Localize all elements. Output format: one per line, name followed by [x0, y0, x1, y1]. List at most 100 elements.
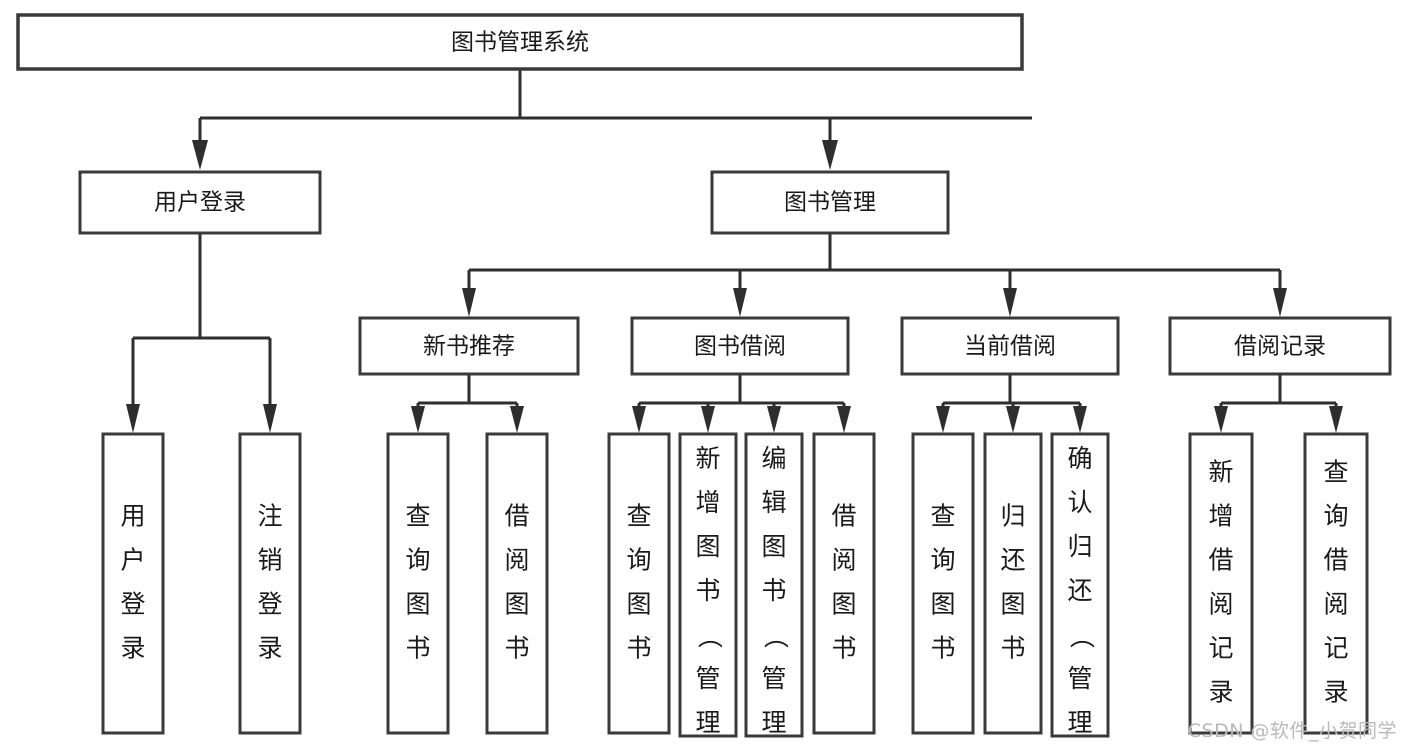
- leaf-label-char: 书: [695, 576, 720, 605]
- leaf-label-char: 书: [1000, 634, 1025, 663]
- leaf-box[interactable]: [386, 432, 450, 735]
- edge-userlogin-children: [126, 233, 277, 433]
- leaf-label-char: 查: [1323, 458, 1348, 487]
- borrow-record-box[interactable]: [1168, 316, 1392, 376]
- leaf-label-char: 录: [1323, 678, 1348, 707]
- leaf-label-char: 录: [120, 634, 145, 663]
- leaf-label-char: 图: [626, 590, 651, 619]
- leaf-layer: 用户登录用户登录注销登录注销登录查询图书查询图书借阅图书借阅图书查询图书查询图书…: [101, 432, 1369, 747]
- leaf-label-char: 辑: [761, 488, 786, 517]
- leaf-label-char: （: [761, 623, 790, 648]
- leaf-label-char: 理: [1067, 708, 1092, 737]
- edge-bookmgmt-children: [462, 233, 1287, 317]
- new-book-recommend-label: 新书推荐: [423, 334, 515, 360]
- book-borrow-label: 图书借阅: [694, 334, 786, 360]
- book-management-box[interactable]: [710, 170, 950, 235]
- leaf-label-char: 询: [1323, 502, 1348, 531]
- leaf-label-char: 查: [405, 502, 430, 531]
- leaf-label-char: 还: [1000, 546, 1025, 575]
- leaf-label-char: 图: [1000, 590, 1025, 619]
- leaf-label-char: 户: [120, 546, 145, 575]
- leaf-label-char: 增: [695, 488, 720, 517]
- leaf-label-char: 借: [831, 502, 856, 531]
- leaf-label-char: 管: [761, 664, 786, 693]
- leaf-label-char: 理: [695, 708, 720, 737]
- new-book-recommend-box[interactable]: [358, 316, 580, 376]
- node-book-borrow[interactable]: 图书借阅: [630, 316, 850, 376]
- leaf-label-char: 图: [930, 590, 955, 619]
- node-borrow-record[interactable]: 借阅记录: [1168, 316, 1392, 376]
- leaf-label-char: 借: [1208, 546, 1233, 575]
- node-root[interactable]: 图书管理系统: [16, 13, 1024, 71]
- root-box[interactable]: [16, 13, 1024, 71]
- leaf-label-char: 书: [761, 576, 786, 605]
- leaf-label-char: 询: [626, 546, 651, 575]
- leaf-label-char: 确: [1067, 444, 1092, 473]
- leaf-label-char: 录: [1208, 678, 1233, 707]
- watermark-text: CSDN @软件_小贺同学: [1187, 720, 1397, 742]
- connector-layer: [126, 69, 1343, 433]
- leaf-node[interactable]: 注销登录注销登录: [238, 432, 302, 735]
- leaf-label-char: 书: [405, 634, 430, 663]
- leaf-label-char: 登: [120, 590, 145, 619]
- leaf-node[interactable]: 查询借阅记录查询借阅记录: [1303, 432, 1369, 735]
- root-label: 图书管理系统: [451, 30, 589, 56]
- leaf-box[interactable]: [101, 432, 165, 735]
- node-new-book-recommend[interactable]: 新书推荐: [358, 316, 580, 376]
- user-login-box[interactable]: [78, 170, 322, 235]
- leaf-node[interactable]: 借阅图书借阅图书: [812, 432, 876, 735]
- leaf-label-char: 编: [761, 444, 786, 473]
- leaf-box[interactable]: [744, 432, 804, 738]
- leaf-box[interactable]: [607, 432, 671, 735]
- leaf-box[interactable]: [678, 432, 738, 738]
- node-book-management[interactable]: 图书管理: [710, 170, 950, 235]
- leaf-label-char: 阅: [504, 546, 529, 575]
- leaf-node[interactable]: 查询图书查询图书: [607, 432, 671, 735]
- leaf-box[interactable]: [1188, 432, 1254, 735]
- leaf-box[interactable]: [1303, 432, 1369, 735]
- leaf-box[interactable]: [812, 432, 876, 735]
- leaf-node[interactable]: 归还图书归还图书: [983, 432, 1043, 735]
- leaf-node[interactable]: 新增借阅记录新增借阅记录: [1188, 432, 1254, 735]
- leaf-label-char: 阅: [1323, 590, 1348, 619]
- leaf-node[interactable]: 借阅图书借阅图书: [485, 432, 549, 735]
- edge-record-children: [1214, 374, 1343, 433]
- leaf-node[interactable]: 用户登录用户登录: [101, 432, 165, 735]
- leaf-label-char: 记: [1323, 634, 1348, 663]
- leaf-node[interactable]: 查询图书查询图书: [911, 432, 975, 735]
- leaf-label-char: 阅: [831, 546, 856, 575]
- node-user-login[interactable]: 用户登录: [78, 170, 322, 235]
- leaf-label-char: 还: [1067, 576, 1092, 605]
- node-current-borrow[interactable]: 当前借阅: [900, 316, 1120, 376]
- leaf-label-char: 图: [831, 590, 856, 619]
- leaf-label-char: 询: [405, 546, 430, 575]
- leaf-label-char: 书: [626, 634, 651, 663]
- book-borrow-box[interactable]: [630, 316, 850, 376]
- leaf-box[interactable]: [238, 432, 302, 735]
- leaf-label-char: 查: [626, 502, 651, 531]
- leaf-label-char: 管: [1067, 664, 1092, 693]
- leaf-label-char: 查: [930, 502, 955, 531]
- leaf-node[interactable]: 查询图书查询图书: [386, 432, 450, 735]
- leaf-box[interactable]: [911, 432, 975, 735]
- leaf-label-char: 记: [1208, 634, 1233, 663]
- leaf-label-char: 认: [1067, 488, 1092, 517]
- leaf-box[interactable]: [983, 432, 1043, 735]
- leaf-box[interactable]: [485, 432, 549, 735]
- current-borrow-box[interactable]: [900, 316, 1120, 376]
- leaf-label-char: （: [1067, 623, 1096, 648]
- current-borrow-label: 当前借阅: [964, 334, 1056, 360]
- leaf-box[interactable]: [1050, 432, 1110, 738]
- leaf-label-char: 注: [257, 502, 282, 531]
